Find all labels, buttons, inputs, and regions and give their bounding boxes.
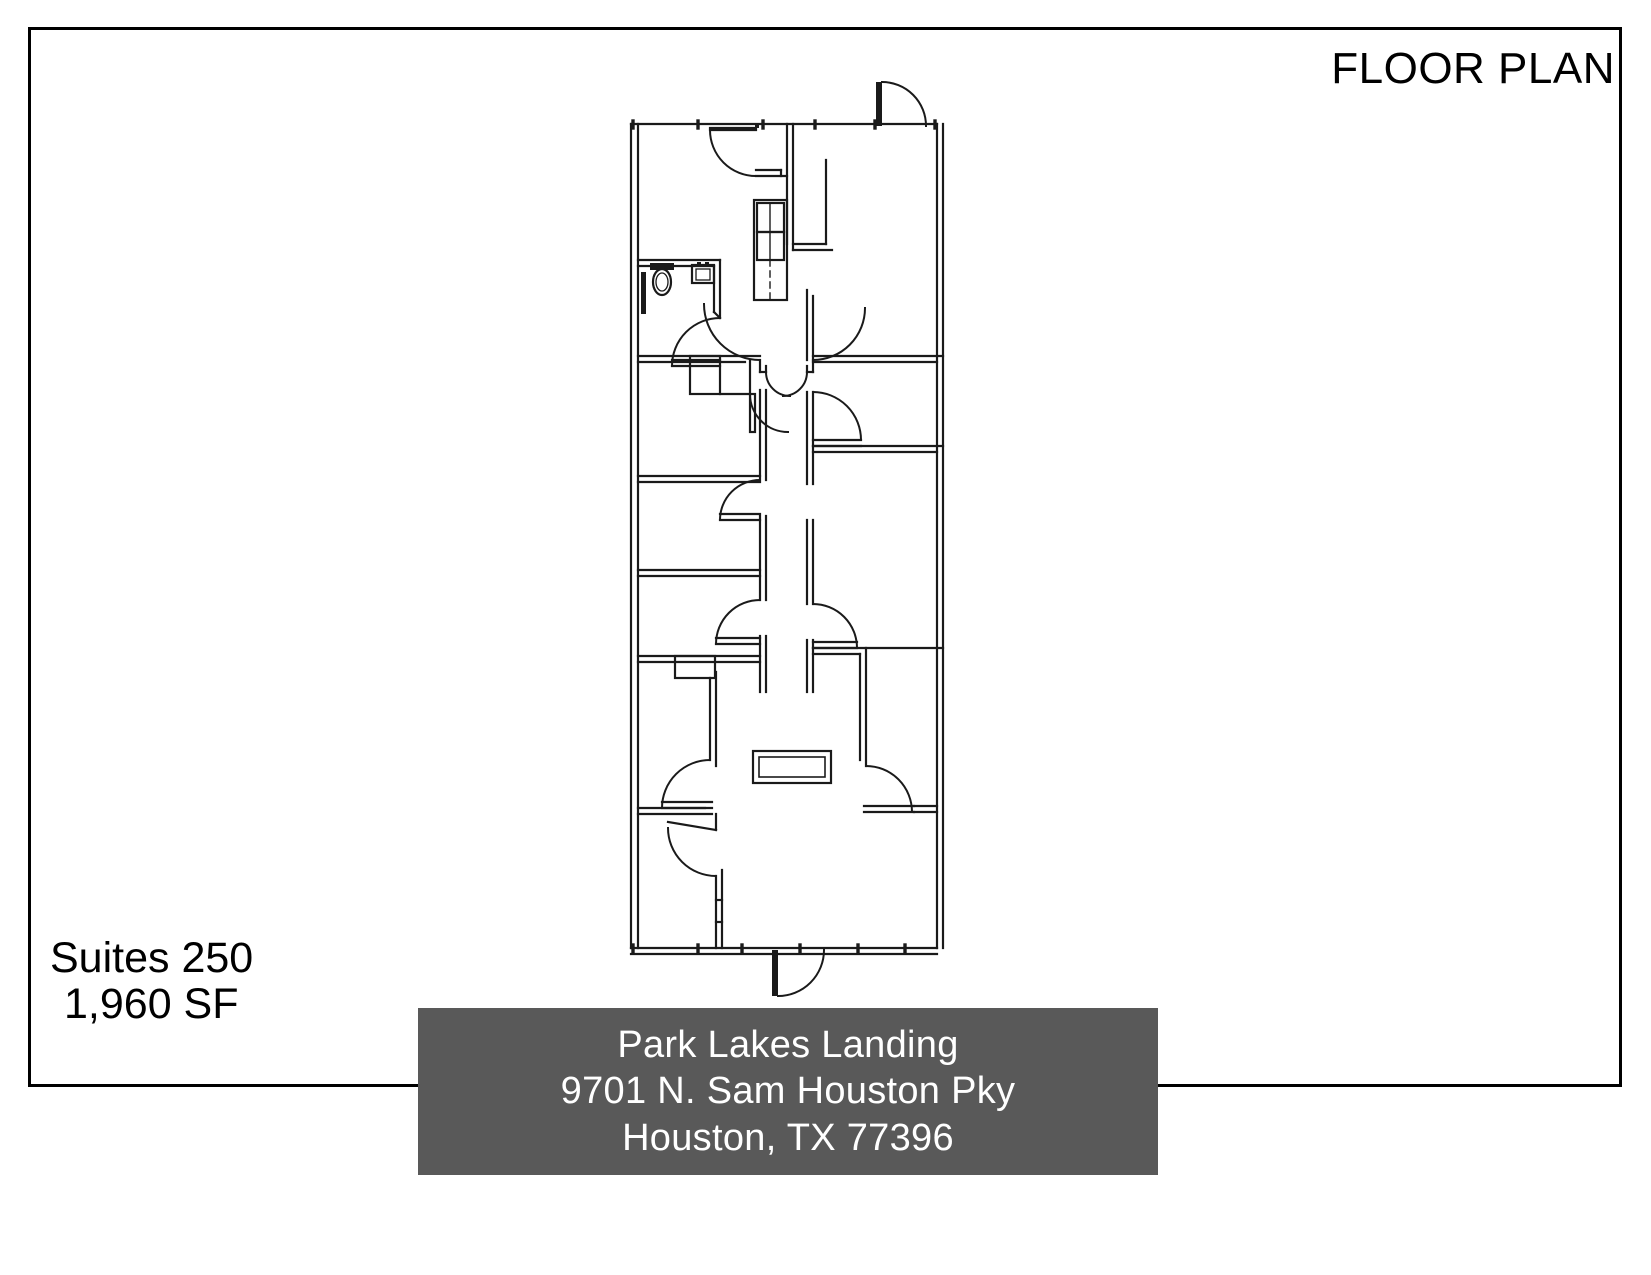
office-door-3 xyxy=(811,306,867,362)
main-entry-door xyxy=(876,80,928,128)
office-door-2 xyxy=(702,302,762,362)
restroom xyxy=(636,258,722,368)
floor-plan-drawing xyxy=(600,60,1000,1010)
kitchenette xyxy=(752,198,789,302)
office-door-5 xyxy=(718,478,762,522)
rear-exit-door xyxy=(772,948,826,998)
office-door-4 xyxy=(811,390,863,448)
office-door-9 xyxy=(862,764,939,814)
property-city-state-zip: Houston, TX 77396 xyxy=(622,1116,954,1159)
page-title: FLOOR PLAN xyxy=(1331,44,1615,93)
suite-label-block: Suites 250 1,960 SF xyxy=(50,935,253,1028)
toilet-fixture xyxy=(650,263,674,297)
property-street: 9701 N. Sam Houston Pky xyxy=(560,1070,1016,1113)
address-banner: Park Lakes Landing 9701 N. Sam Houston P… xyxy=(418,1008,1158,1175)
vestibule-door xyxy=(708,124,789,178)
suite-number-label: Suites 250 xyxy=(50,934,254,982)
office-door-1 xyxy=(748,392,790,434)
sink-fixture xyxy=(690,262,716,285)
counter-fixture xyxy=(751,749,833,785)
suite-area-label: 1,960 SF xyxy=(64,980,239,1029)
office-door-10 xyxy=(666,812,718,878)
property-name: Park Lakes Landing xyxy=(617,1023,959,1066)
office-door-6 xyxy=(714,598,762,646)
office-door-7 xyxy=(811,602,859,650)
office-door-8 xyxy=(660,758,714,810)
